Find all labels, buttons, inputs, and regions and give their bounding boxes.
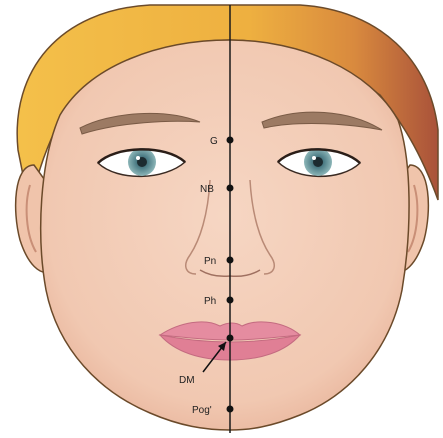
label-nb: NB — [200, 184, 214, 195]
landmark-point-ph — [227, 297, 234, 304]
landmark-point-pn — [227, 257, 234, 264]
label-pn: Pn — [204, 256, 216, 267]
landmark-point-pog — [227, 406, 234, 413]
face-outline — [41, 40, 409, 430]
label-pog: Pog' — [192, 405, 212, 416]
landmark-point-dm — [227, 335, 234, 342]
label-ph: Ph — [204, 296, 216, 307]
landmark-point-nb — [227, 185, 234, 192]
label-dm: DM — [179, 375, 195, 386]
label-g: G — [210, 136, 218, 147]
landmark-point-g — [227, 137, 234, 144]
